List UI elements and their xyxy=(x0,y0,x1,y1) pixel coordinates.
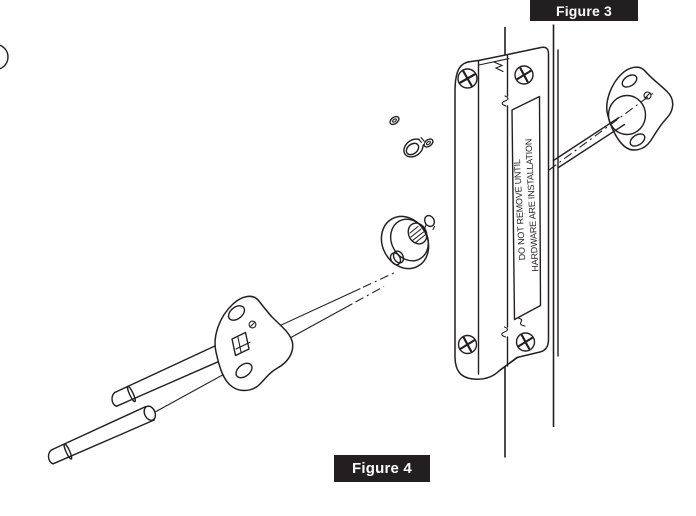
knurl-hatching xyxy=(410,227,425,244)
spindle-rod xyxy=(549,93,654,171)
figure-3-caption-text: Figure 3 xyxy=(555,2,613,19)
page-edge-callout-circle xyxy=(0,45,8,70)
lock-washer xyxy=(400,135,426,160)
door-edge-plate: DO NOT REMOVE UNTIL HARDWARE ARE INSTALL… xyxy=(455,47,558,379)
screw-top-right xyxy=(515,66,533,84)
thumbturn-cylinder xyxy=(372,208,437,277)
figure-3-caption: Figure 3 xyxy=(530,0,638,21)
screw-bottom-right xyxy=(517,333,535,351)
screw-top-left xyxy=(458,69,477,88)
mounting-bolt-upper xyxy=(112,342,231,406)
screw-bottom-left xyxy=(459,336,477,354)
small-mounting-screws xyxy=(389,115,435,149)
crimp-arrow-top xyxy=(494,62,503,72)
inside-mounting-plate xyxy=(215,296,293,390)
figure-4-caption-text: Figure 4 xyxy=(352,460,412,477)
bend-line xyxy=(502,55,508,366)
crimp-arrow-bottom xyxy=(518,318,525,326)
mounting-bolt-lower xyxy=(48,404,157,463)
figure-4-caption: Figure 4 xyxy=(334,455,430,482)
outside-mounting-plate xyxy=(607,67,673,150)
spindle-collar xyxy=(389,249,406,266)
